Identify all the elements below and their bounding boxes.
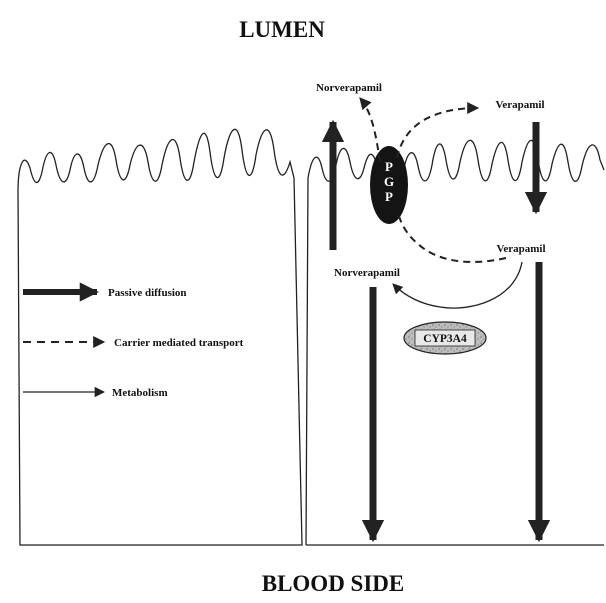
verapamil-to-pgp-dashed-path <box>398 212 506 262</box>
blood-side-title: BLOOD SIDE <box>262 571 405 596</box>
legend-carrier-label: Carrier mediated transport <box>114 337 244 349</box>
legend-passive-label: Passive diffusion <box>108 287 187 299</box>
legend-metabolism-label: Metabolism <box>112 387 168 399</box>
verapamil-lumen-label: Verapamil <box>495 99 544 111</box>
norverapamil-cell-label: Norverapamil <box>334 267 400 279</box>
legend: Passive diffusion Carrier mediated trans… <box>23 287 244 399</box>
lumen-title: LUMEN <box>239 17 325 42</box>
pgp-letter-2: G <box>384 174 394 189</box>
verapamil-cell-label: Verapamil <box>496 243 545 255</box>
pgp-verapamil-dashed-arrow <box>397 108 478 158</box>
cyp3a4-label: CYP3A4 <box>423 333 467 345</box>
pgp-letter-1: P <box>385 159 393 174</box>
norverapamil-lumen-label: Norverapamil <box>316 82 382 94</box>
pgp-letter-3: P <box>385 189 393 204</box>
pgp-norverapamil-dashed-arrow <box>360 98 380 162</box>
metabolism-arrow <box>393 262 522 308</box>
